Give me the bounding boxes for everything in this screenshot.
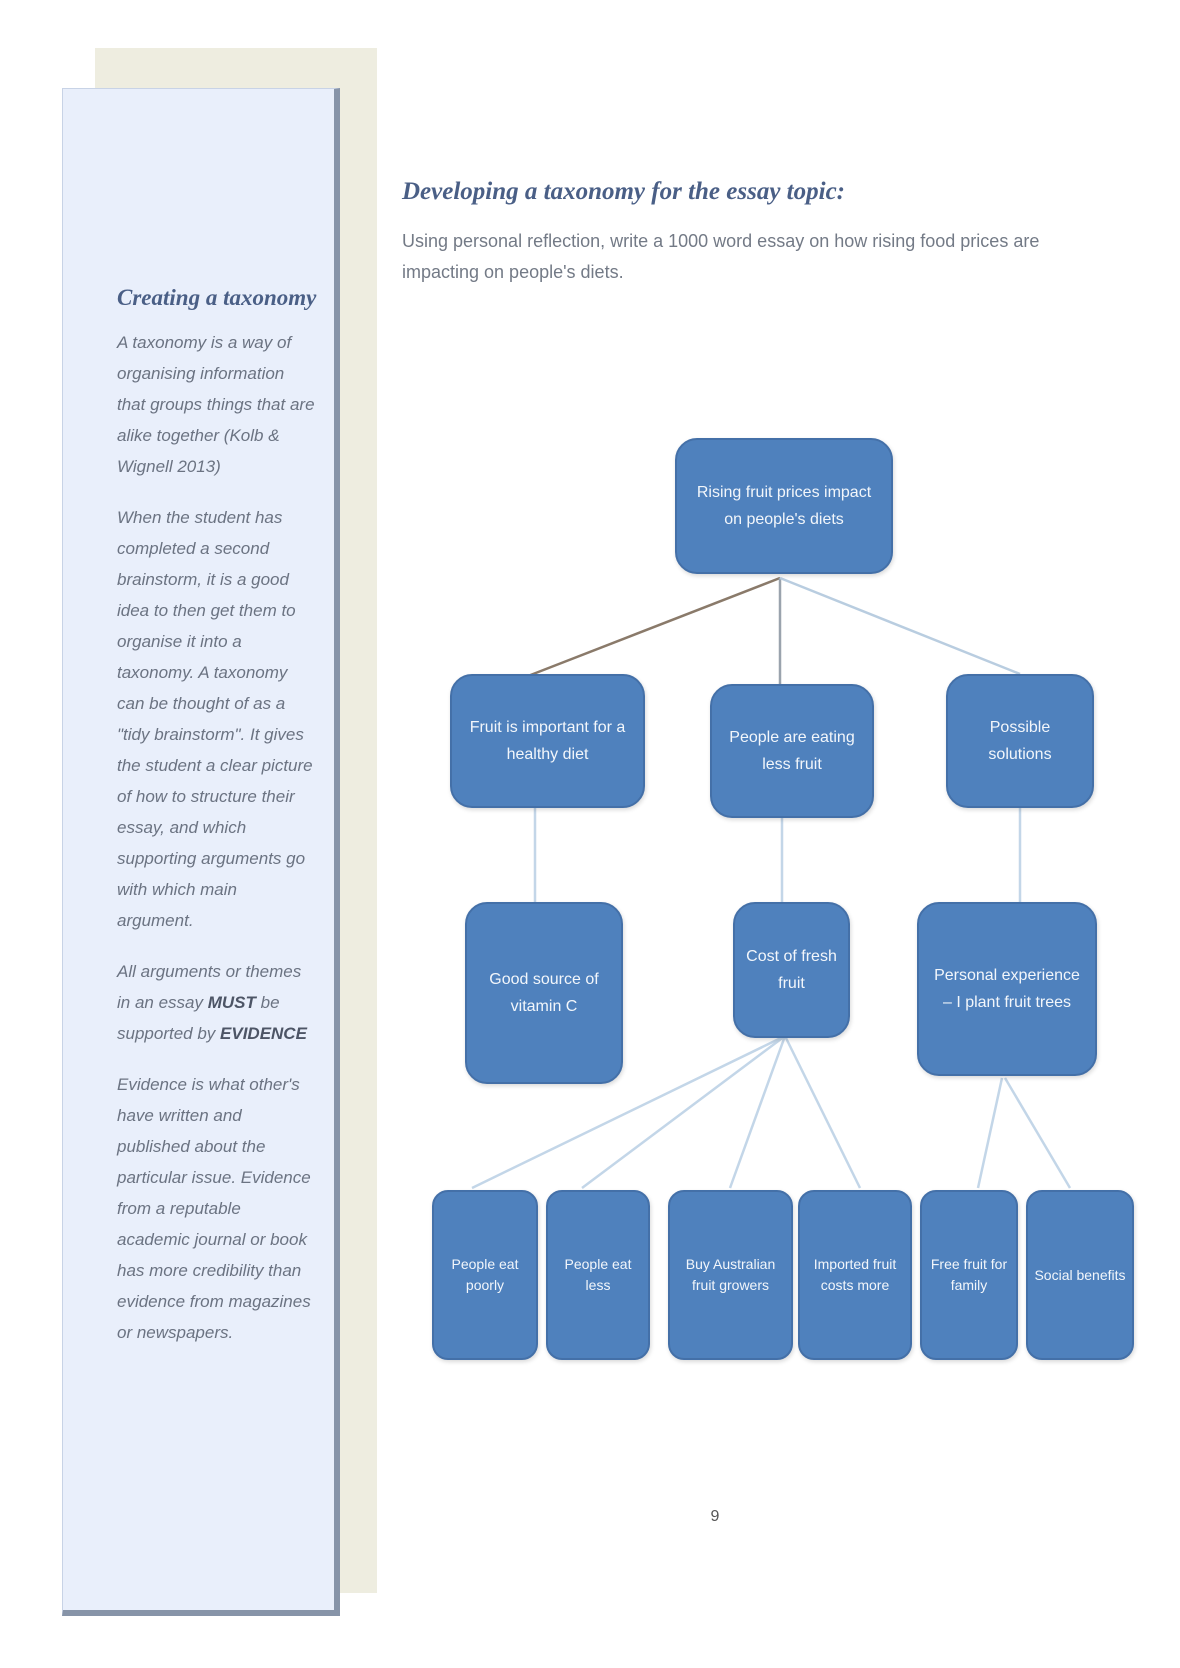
connector-root-solutions [779, 576, 1021, 676]
sidebar-must: MUST [207, 993, 256, 1012]
node-vitamin-c: Good source of vitamin C [465, 902, 623, 1084]
sidebar-content: Creating a taxonomy A taxonomy is a way … [117, 282, 317, 1368]
node-people-eat-less: People eat less [546, 1190, 650, 1360]
node-fruit-important: Fruit is important for a healthy diet [450, 674, 645, 808]
page-number: 9 [710, 1508, 720, 1525]
node-imported-fruit: Imported fruit costs more [798, 1190, 912, 1360]
sidebar-explanation: When the student has completed a second … [117, 508, 313, 930]
node-cost-fresh-fruit: Cost of fresh fruit [733, 902, 850, 1038]
node-free-fruit: Free fruit for family [920, 1190, 1018, 1360]
sidebar-evidence-rule-prefix: All arguments or themes in an essay [117, 962, 302, 1012]
node-social-benefits: Social benefits [1026, 1190, 1134, 1360]
sidebar-evidence: EVIDENCE [220, 1024, 307, 1043]
connector-cost-buy-australian [728, 1035, 787, 1189]
connector-experience-social [1003, 1077, 1072, 1189]
sidebar-evidence-rule-middle: be supported by [117, 993, 280, 1043]
sidebar-evidence-explanation: Evidence is what other's have written an… [117, 1075, 311, 1342]
connector-experience-free-fruit [976, 1077, 1004, 1189]
connector-root-fruit-important [527, 576, 781, 678]
node-personal-experience: Personal experience – I plant fruit tree… [917, 902, 1097, 1076]
node-root: Rising fruit prices impact on people's d… [675, 438, 893, 574]
sidebar-panel [62, 88, 340, 1616]
connector-cost-eat-poorly [471, 1034, 786, 1190]
node-possible-solutions: Possible solutions [946, 674, 1094, 808]
connector-cost-imported [783, 1035, 862, 1189]
node-people-eat-poorly: People eat poorly [432, 1190, 538, 1360]
node-buy-australian: Buy Australian fruit growers [668, 1190, 793, 1360]
main-title: Developing a taxonomy for the essay topi… [402, 178, 845, 205]
node-eating-less: People are eating less fruit [710, 684, 874, 818]
connector-cost-eat-less [581, 1034, 786, 1190]
sidebar-definition: A taxonomy is a way of organising inform… [117, 333, 315, 476]
sidebar-evidence-rule: All arguments or themes in an essay MUST… [117, 956, 317, 1049]
sidebar-heading: Creating a taxonomy [117, 285, 317, 310]
essay-prompt: Using personal reflection, write a 1000 … [402, 231, 1040, 282]
